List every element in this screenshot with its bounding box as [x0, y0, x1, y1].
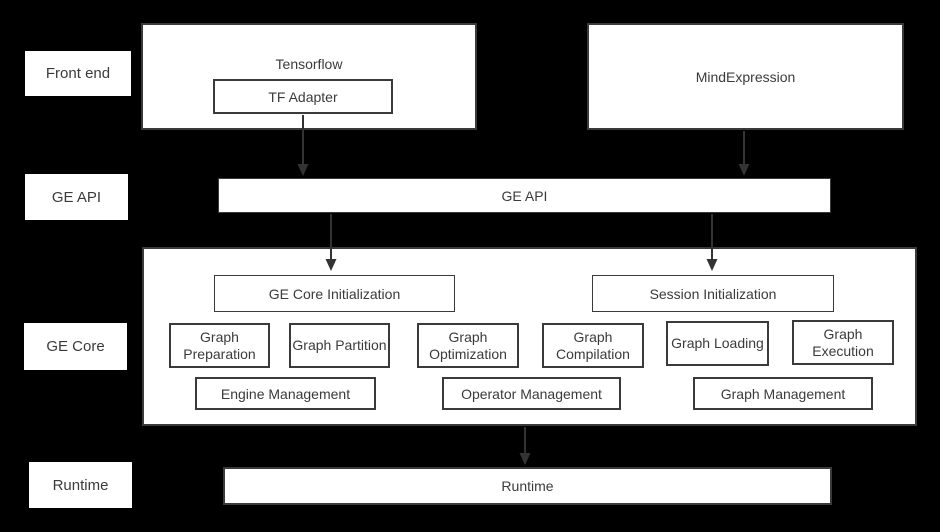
graph-loading-box: Graph Loading: [666, 321, 769, 366]
graph-preparation-label: Graph Preparation: [183, 328, 256, 362]
mindexpression-box: MindExpression: [587, 23, 904, 130]
graph-management-label: Graph Management: [720, 385, 846, 402]
operator-management-box: Operator Management: [442, 377, 621, 410]
side-label-ge-api: GE API: [25, 174, 128, 220]
graph-preparation-box: Graph Preparation: [169, 323, 270, 368]
side-label-front-end: Front end: [25, 51, 131, 96]
arrow-mindexpression-to-ge-api: [738, 131, 750, 176]
graph-execution-box: Graph Execution: [792, 320, 894, 365]
graph-partition-box: Graph Partition: [289, 323, 390, 368]
session-initialization-label: Session Initialization: [649, 285, 777, 302]
graph-optimization-label: Graph Optimization: [429, 328, 507, 362]
graph-compilation-label: Graph Compilation: [556, 328, 630, 362]
graph-compilation-box: Graph Compilation: [542, 323, 644, 368]
tensorflow-box: Tensorflow TF Adapter: [141, 23, 477, 130]
arrow-ge-core-to-runtime: [519, 427, 531, 465]
tf-adapter-label: TF Adapter: [268, 88, 338, 105]
session-initialization-box: Session Initialization: [592, 275, 834, 312]
side-label-ge-core: GE Core: [24, 323, 127, 370]
graph-loading-label: Graph Loading: [671, 335, 764, 352]
graph-management-box: Graph Management: [693, 377, 873, 410]
engine-management-box: Engine Management: [195, 377, 376, 410]
runtime-bar-label: Runtime: [501, 478, 554, 494]
operator-management-label: Operator Management: [461, 385, 602, 402]
ge-core-initialization-label: GE Core Initialization: [268, 285, 401, 302]
graph-execution-label: Graph Execution: [812, 325, 874, 359]
ge-api-bar-label: GE API: [501, 187, 548, 204]
ge-core-box: GE Core Initialization Session Initializ…: [142, 247, 917, 426]
engine-management-label: Engine Management: [220, 385, 351, 402]
graph-partition-label: Graph Partition: [292, 337, 387, 354]
tensorflow-label: Tensorflow: [275, 56, 343, 72]
tf-adapter-box: TF Adapter: [213, 79, 393, 114]
mindexpression-label: MindExpression: [695, 68, 796, 85]
ge-api-bar: GE API: [218, 178, 831, 213]
graph-optimization-box: Graph Optimization: [417, 323, 519, 368]
ge-core-initialization-box: GE Core Initialization: [214, 275, 455, 312]
side-label-runtime: Runtime: [29, 462, 132, 508]
runtime-bar: Runtime: [223, 467, 832, 505]
